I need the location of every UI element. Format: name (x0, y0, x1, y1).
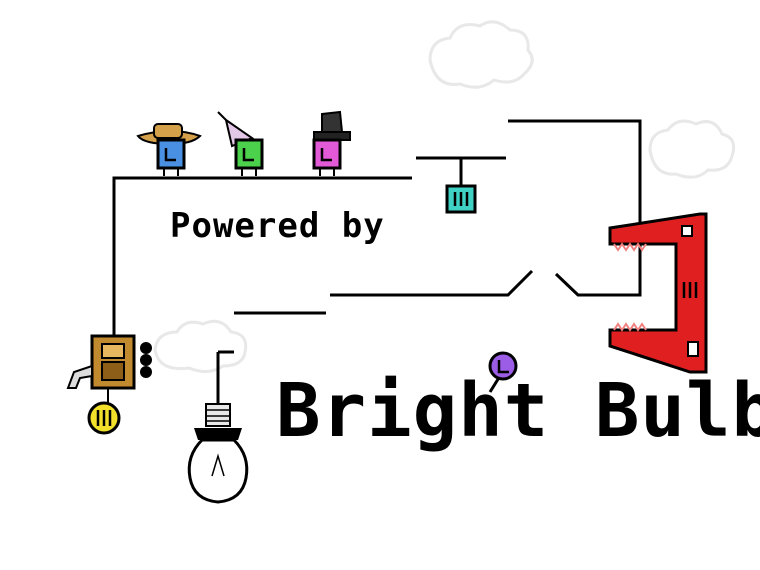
yellow-battery-icon (87, 401, 121, 435)
red-creature (608, 212, 708, 374)
cloud-middle (153, 319, 248, 373)
cloud-right (648, 119, 736, 179)
circuit-wires (112, 119, 642, 404)
powered-by-text: Powered by (170, 206, 385, 246)
lightbulb-icon (187, 403, 249, 504)
cloud-top (428, 20, 534, 89)
brown-robot (66, 334, 152, 404)
character-straw-hat (136, 123, 202, 176)
character-party-hat (217, 111, 264, 176)
brand-logo-text: Bright Bulb (276, 368, 760, 454)
purple-pin-icon (488, 351, 518, 393)
teal-switch-box-icon (445, 184, 477, 214)
character-top-hat (312, 110, 351, 176)
